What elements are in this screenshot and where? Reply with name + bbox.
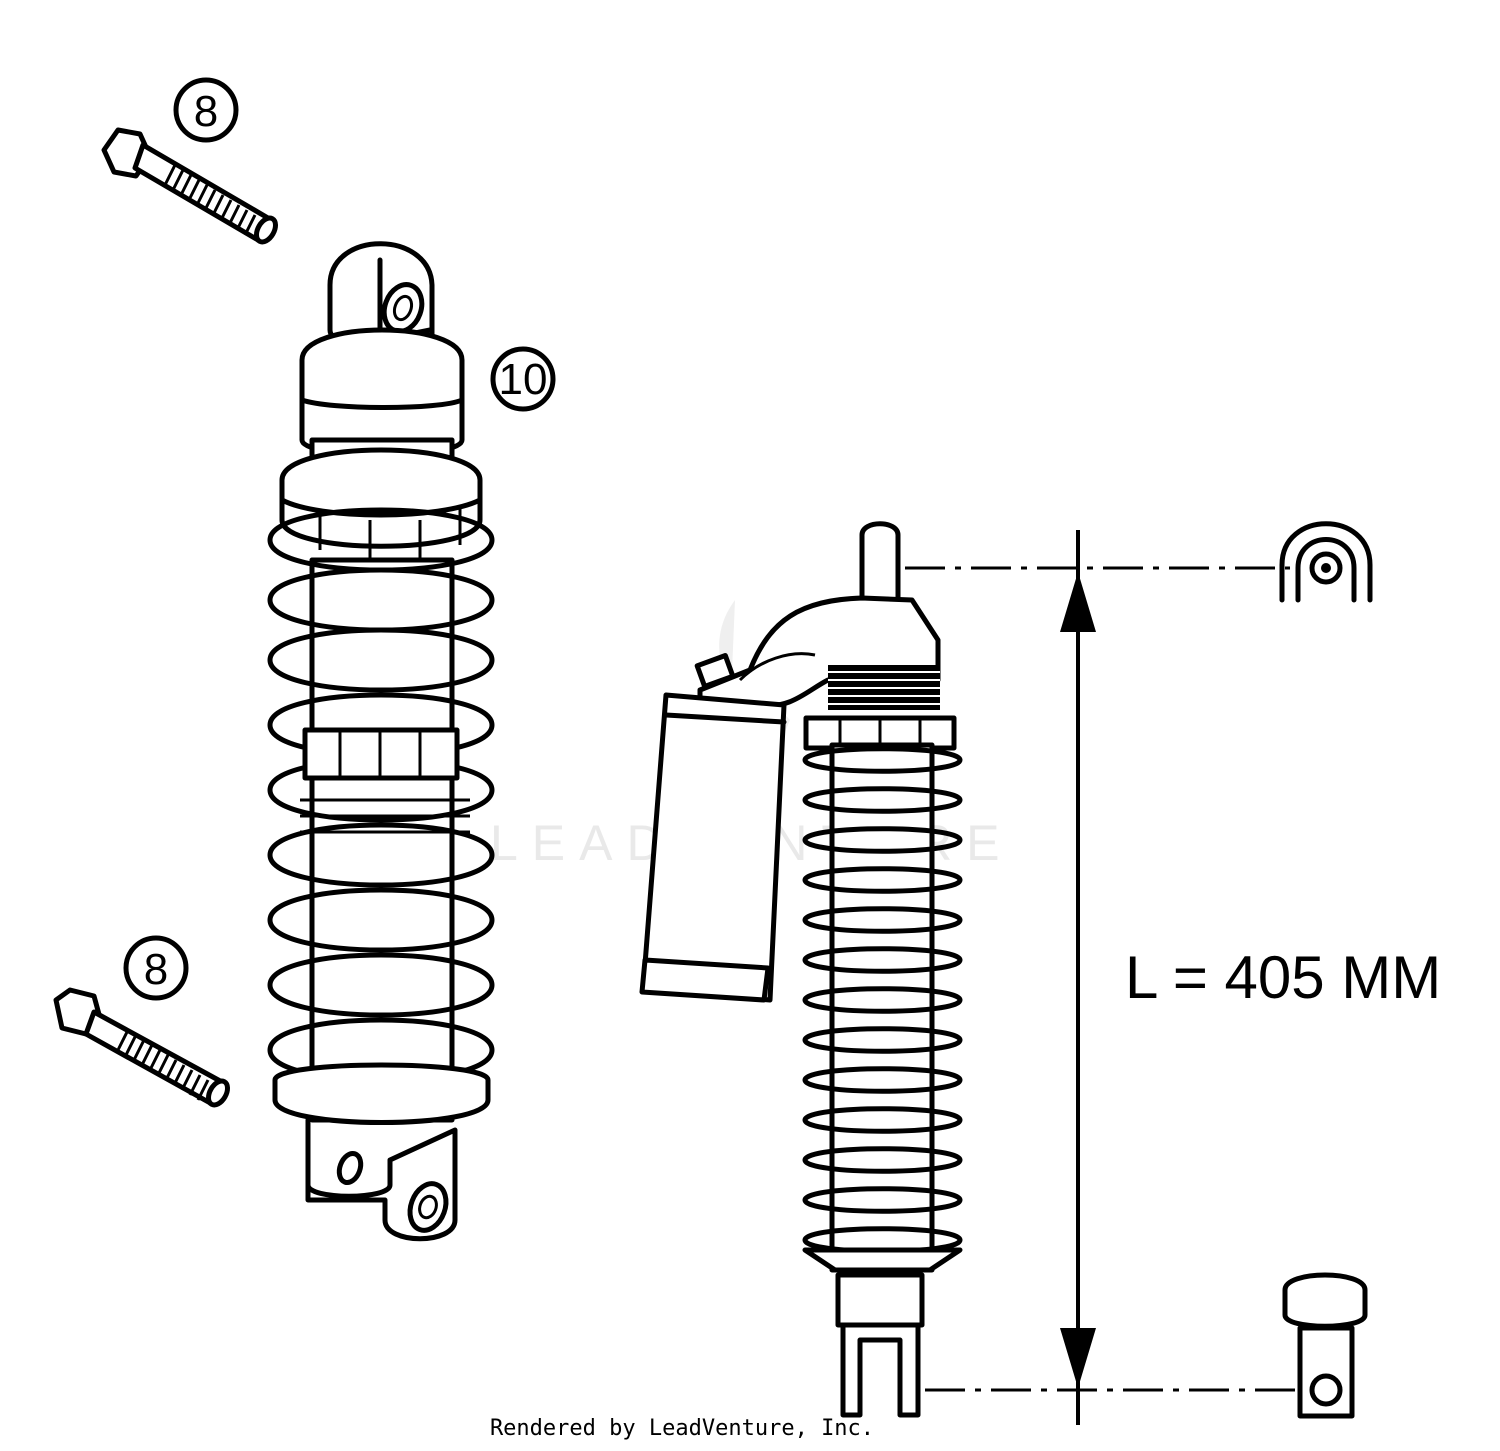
arrow-down-icon (1060, 1328, 1096, 1388)
bottom-eye-detail (1282, 1272, 1368, 1419)
shock-side-view[interactable] (639, 521, 963, 1418)
bolt-top[interactable] (101, 127, 279, 245)
dimension-label: L = 405 MM (1125, 944, 1441, 1011)
top-eye-detail (1279, 521, 1373, 603)
callout-10[interactable]: 10 (490, 346, 556, 412)
callout-8-bottom-label: 8 (144, 945, 168, 994)
arrow-up-icon (1060, 572, 1096, 632)
dimension-lines (905, 530, 1300, 1425)
callout-8-top-label: 8 (194, 87, 218, 136)
callout-10-label: 10 (499, 355, 548, 404)
callout-8-bottom[interactable]: 8 (123, 935, 189, 1001)
callout-8-top[interactable]: 8 (173, 77, 239, 143)
shock-absorber-exploded[interactable] (267, 241, 495, 1242)
footer-credit: Rendered by LeadVenture, Inc. (490, 1416, 874, 1441)
bolt-bottom[interactable] (53, 987, 231, 1108)
